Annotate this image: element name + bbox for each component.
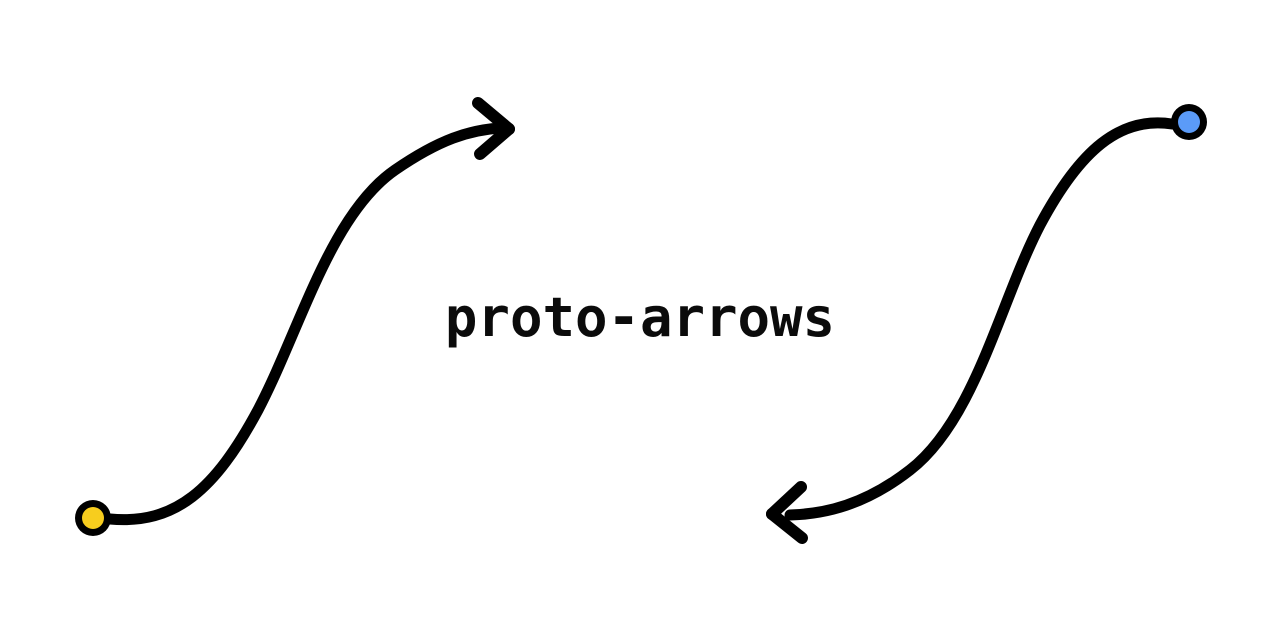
left-arrowhead-lower-barb xyxy=(474,123,515,160)
left-arrow-group[interactable] xyxy=(75,97,515,536)
right-arrowhead[interactable] xyxy=(766,481,808,544)
right-arrowhead-lower-barb xyxy=(766,508,808,544)
left-arrowhead[interactable] xyxy=(472,97,515,160)
end-dot-blue xyxy=(1178,111,1200,133)
page-title: proto-arrows xyxy=(444,286,836,349)
start-dot-yellow xyxy=(82,507,104,529)
right-arrowhead-upper-barb xyxy=(766,481,807,520)
right-arrow-start-dot[interactable] xyxy=(1171,104,1207,140)
left-arrow-start-dot[interactable] xyxy=(75,500,111,536)
left-arrowhead-upper-barb xyxy=(472,97,515,135)
left-arrow-curve[interactable] xyxy=(104,122,506,526)
right-arrow-group[interactable] xyxy=(766,104,1207,544)
right-arrow-curve[interactable] xyxy=(784,117,1178,521)
